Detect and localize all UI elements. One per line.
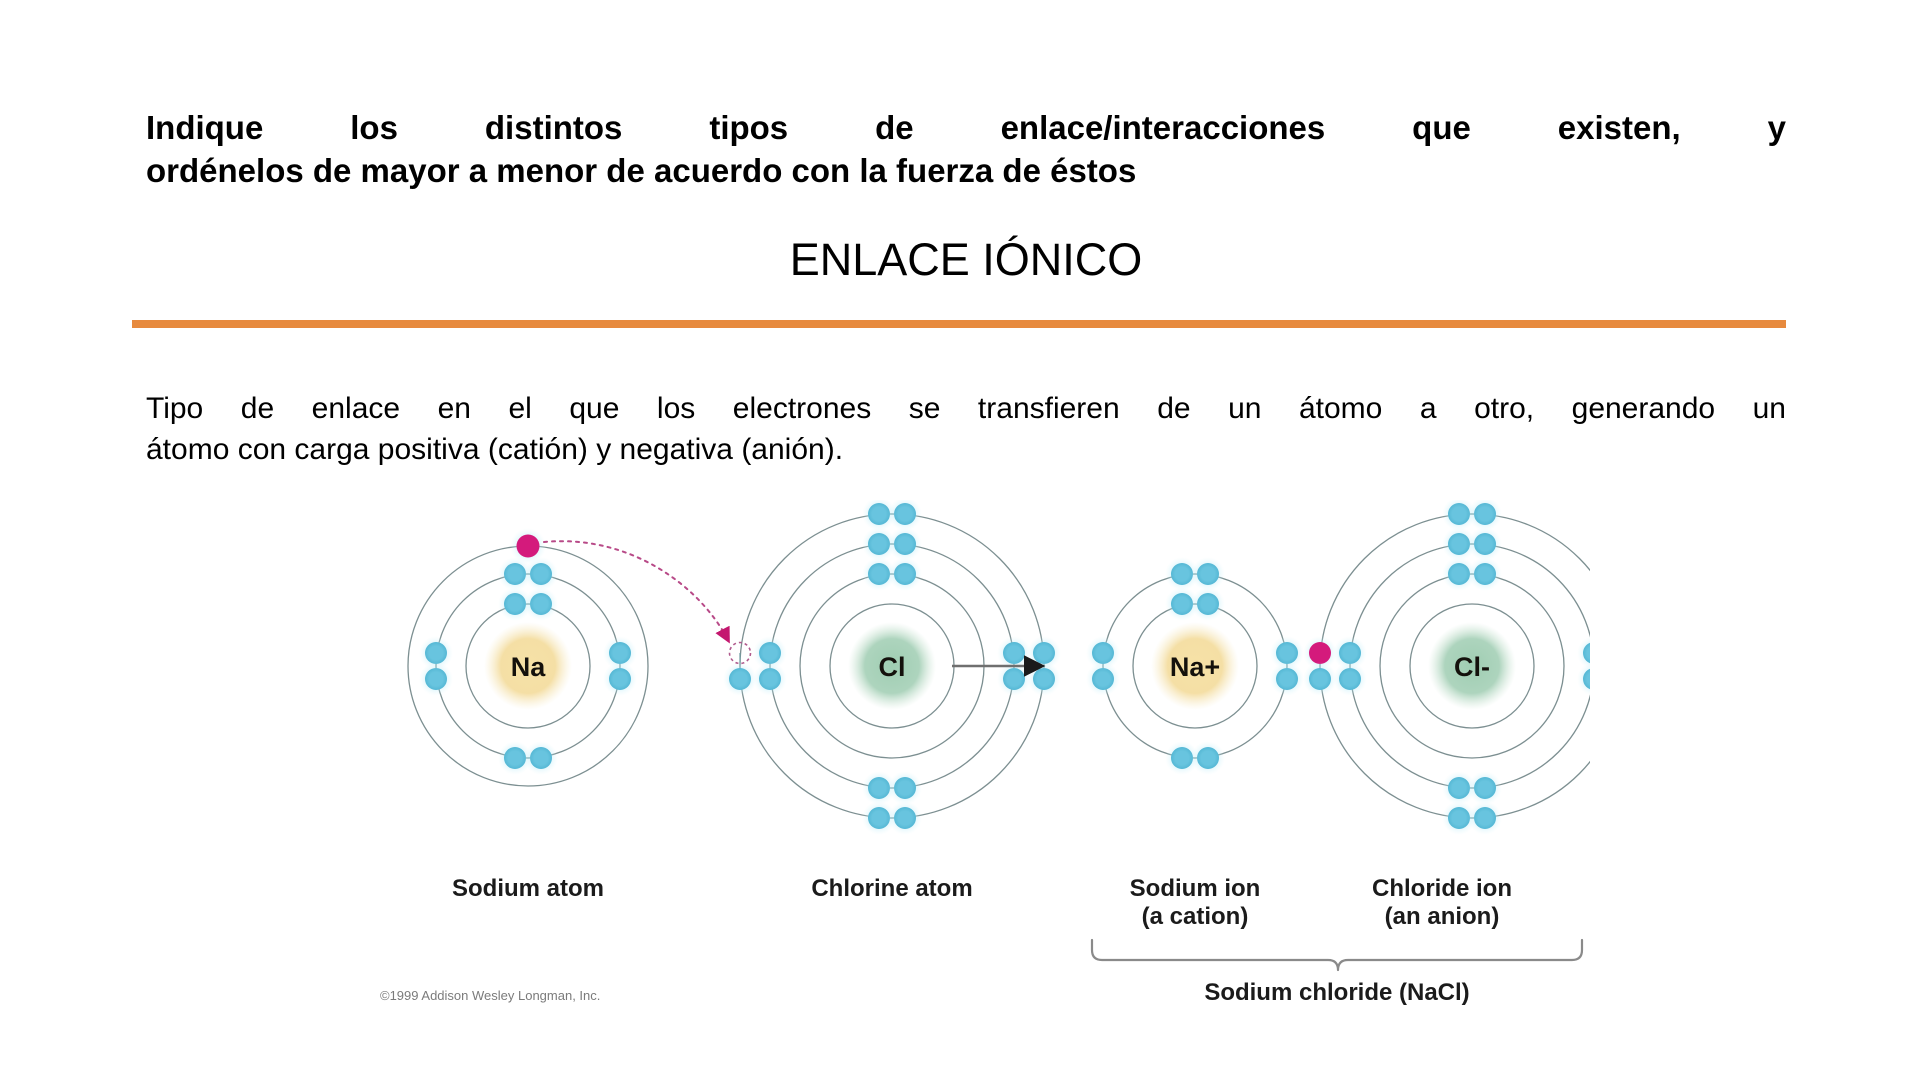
sodium-nucleus <box>484 622 572 710</box>
chloride-valence-electrons <box>1303 500 1502 835</box>
chlorine-nucleus-label: Cl <box>879 652 906 682</box>
chloride-ion-caption-sub: (an anion) <box>1385 903 1500 930</box>
sodium-atom-caption: Sodium atom <box>452 875 604 902</box>
sodium-ion-nucleus-label: Na+ <box>1170 652 1220 682</box>
chloride-shell-core <box>1409 603 1535 729</box>
chloride-nucleus <box>1428 622 1516 710</box>
sodium-middle-electrons <box>419 557 637 775</box>
ionic-bond-diagram: Na <box>380 500 1590 1030</box>
body-paragraph: Tipo de enlace en el que los electrones … <box>146 388 1786 470</box>
body-paragraph-line-1: Tipo de enlace en el que los electrones … <box>146 392 1786 425</box>
sodium-ion: Na+ <box>1086 557 1304 775</box>
sodium-ion-outer-electrons <box>1086 557 1304 775</box>
sodium-atom: Na <box>407 528 649 787</box>
copyright-notice: ©1999 Addison Wesley Longman, Inc. <box>380 988 600 1003</box>
chlorine-atom-caption: Chlorine atom <box>811 875 972 902</box>
transferred-electron <box>516 534 540 558</box>
sodium-inner-electrons <box>498 587 558 621</box>
sodium-ion-inner-electrons <box>1165 587 1225 621</box>
sodium-nucleus-label: Na <box>511 652 546 682</box>
chloride-ion: Cl- <box>1303 500 1590 835</box>
question-title-line-2: ordénelos de mayor a menor de acuerdo co… <box>146 151 1137 189</box>
product-brace <box>1090 938 1584 972</box>
chloride-middle-electrons <box>1333 527 1590 805</box>
chloride-ion-caption: Chloride ion <box>1372 875 1512 902</box>
electron-vacancy-slot <box>728 641 752 665</box>
received-electron <box>1309 642 1331 664</box>
question-title: Indique los distintos tipos de enlace/in… <box>146 107 1786 193</box>
chloride-nucleus-label: Cl- <box>1454 652 1490 682</box>
sodium-valence-electron <box>510 528 546 564</box>
chlorine-inner-electrons <box>862 557 922 591</box>
page-title: ENLACE IÓNICO <box>789 234 1143 285</box>
product-label: Sodium chloride (NaCl) <box>1204 979 1469 1006</box>
sodium-ion-caption: Sodium ion <box>1130 875 1261 902</box>
body-paragraph-line-2: átomo con carga positiva (catión) y nega… <box>146 433 844 467</box>
chlorine-valence-electrons <box>723 500 1061 835</box>
sodium-ion-nucleus <box>1151 622 1239 710</box>
question-title-line-1: Indique los distintos tipos de enlace/in… <box>146 109 1786 146</box>
chlorine-atom: Cl <box>723 500 1061 835</box>
chlorine-nucleus <box>848 622 936 710</box>
chlorine-middle-electrons <box>753 527 1031 805</box>
chloride-inner-electrons <box>1442 557 1502 591</box>
orange-divider <box>132 320 1786 328</box>
electron-transfer-arrow-icon <box>543 540 730 644</box>
sodium-ion-caption-sub: (a cation) <box>1142 903 1249 930</box>
